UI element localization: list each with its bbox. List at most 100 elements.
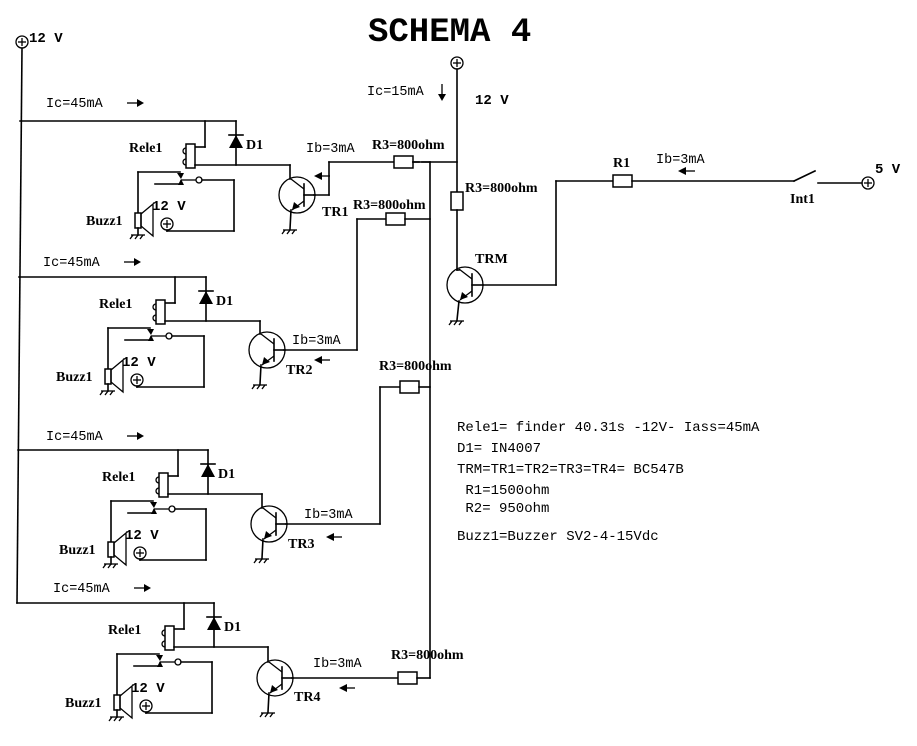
diode-label: D1	[224, 620, 241, 635]
note-line: R1=1500ohm	[457, 483, 549, 499]
schematic-title: SCHEMA 4	[368, 14, 531, 52]
buzzer-icon	[107, 531, 127, 567]
relay-label: Rele1	[129, 141, 162, 156]
supply-terminal-icon	[133, 546, 147, 560]
buzzer-icon	[113, 684, 133, 720]
relay-coil-icon	[155, 449, 179, 498]
resistor-r1-icon	[612, 174, 633, 188]
relay-label: Rele1	[102, 470, 135, 485]
ic-label: Ic=45mA	[53, 582, 111, 597]
npn-transistor-icon	[446, 266, 484, 326]
npn-transistor-icon	[248, 331, 286, 369]
switch-int1[interactable]	[792, 169, 863, 184]
trm-label: TRM	[475, 252, 508, 267]
ic-label: Ic=45mA	[46, 97, 104, 112]
buzzer-icon	[104, 358, 124, 394]
ground-icon	[99, 390, 115, 396]
arrow-left-icon	[339, 684, 355, 692]
ground-icon	[129, 234, 145, 240]
diode-icon	[200, 449, 216, 495]
note-line: D1= IN4007	[457, 441, 541, 457]
supply-terminal-icon	[160, 217, 174, 231]
relay-coil-icon	[161, 602, 185, 651]
ib-label: Ib=3mA	[313, 657, 363, 672]
resistor-icon	[399, 380, 420, 394]
note-line: TRM=TR1=TR2=TR3=TR4= BC547B	[457, 462, 684, 478]
resistor-label: R3=800ohm	[372, 138, 445, 153]
buzzer-label: Buzz1	[56, 370, 93, 385]
control-supply-label: 5 V	[875, 162, 901, 178]
r1-label: R1	[613, 156, 630, 171]
resistor-icon	[450, 191, 464, 211]
resistor-icon	[385, 212, 406, 226]
diode-icon	[198, 276, 214, 322]
supply-terminal-icon	[139, 699, 153, 713]
buzz-supply-label: 12 V	[152, 199, 186, 215]
ic-label: Ic=45mA	[43, 256, 101, 271]
supply-terminal-icon	[861, 176, 875, 190]
master-transistor-branch: Ic=15mA 12 V R3=800ohm TRM R1 Ib=3mA	[367, 56, 901, 679]
ic-label: Ic=45mA	[46, 430, 104, 445]
arrow-left-icon	[314, 356, 330, 364]
ib-label: Ib=3mA	[304, 508, 354, 523]
arrow-down-icon	[438, 84, 446, 101]
buzzer-icon	[134, 202, 154, 238]
transistor-label: TR1	[322, 205, 348, 220]
ic-main-label: Ic=15mA	[367, 85, 425, 100]
arrow-right-icon	[124, 258, 141, 266]
ground-icon	[251, 384, 267, 390]
diode-label: D1	[218, 467, 235, 482]
relay-label: Rele1	[99, 297, 132, 312]
npn-transistor-icon	[278, 176, 316, 214]
ground-icon	[448, 320, 464, 326]
component-notes: Rele1= finder 40.31s -12V- Iass=45mA D1= …	[457, 420, 760, 545]
diode-icon	[228, 120, 244, 166]
ground-icon	[253, 558, 269, 564]
switch-label: Int1	[790, 192, 815, 207]
resistor-icon	[397, 671, 418, 685]
arrow-left-icon	[326, 533, 342, 541]
note-line: Buzz1=Buzzer SV2-4-15Vdc	[457, 529, 659, 545]
supply-terminal-icon	[450, 56, 464, 70]
diode-icon	[206, 602, 222, 648]
relay-contact-icon[interactable]	[116, 653, 213, 714]
resistor-label: R3=800ohm	[353, 198, 426, 213]
trm-resistor-label: R3=800ohm	[465, 181, 538, 196]
ib-label: Ib=3mA	[292, 334, 342, 349]
buzzer-label: Buzz1	[65, 696, 102, 711]
ib-label: Ib=3mA	[306, 142, 356, 157]
arrow-right-icon	[134, 584, 151, 592]
supply-terminal-icon	[15, 35, 29, 49]
left-supply-rail: 12 V	[15, 31, 63, 604]
ground-icon	[259, 712, 275, 718]
relay-coil-icon	[152, 276, 176, 325]
diode-label: D1	[246, 138, 263, 153]
arrow-right-icon	[127, 99, 144, 107]
left-supply-label: 12 V	[29, 31, 63, 47]
transistor-label: TR4	[294, 690, 320, 705]
note-line: Rele1= finder 40.31s -12V- Iass=45mA	[457, 420, 760, 436]
npn-transistor-icon	[250, 505, 288, 543]
center-supply-label: 12 V	[475, 93, 509, 109]
buzzer-label: Buzz1	[59, 543, 96, 558]
relay-coil-icon	[182, 120, 206, 169]
ground-icon	[108, 716, 124, 722]
control-ib-label: Ib=3mA	[656, 153, 706, 168]
diode-label: D1	[216, 294, 233, 309]
arrow-left-icon	[678, 167, 695, 175]
arrow-right-icon	[127, 432, 144, 440]
resistor-label: R3=800ohm	[379, 359, 452, 374]
npn-transistor-icon	[256, 659, 294, 697]
relay-label: Rele1	[108, 623, 141, 638]
ground-icon	[281, 229, 297, 235]
buzzer-label: Buzz1	[86, 214, 123, 229]
relay-contact-icon[interactable]	[107, 327, 205, 388]
supply-terminal-icon	[130, 373, 144, 387]
transistor-label: TR3	[288, 537, 314, 552]
